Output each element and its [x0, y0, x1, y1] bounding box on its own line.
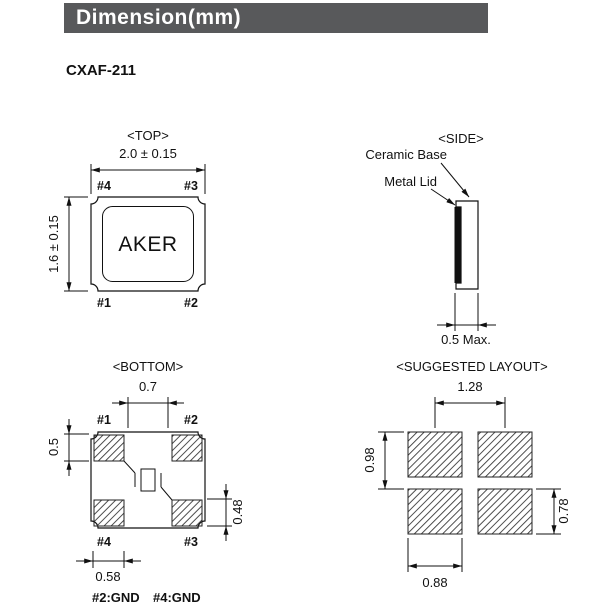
- pin-label-1: #1: [97, 296, 111, 310]
- bottom-view-label: <BOTTOM>: [113, 359, 184, 374]
- layout-left-dimension-text: 0.98: [362, 447, 377, 472]
- metal-lid-outline: [102, 206, 194, 282]
- solder-pad-3: [171, 499, 203, 527]
- solder-pad-4: [93, 499, 125, 527]
- top-view-label: <TOP>: [127, 128, 169, 143]
- layout-pad-top-left: [407, 431, 463, 478]
- crystal-trace: [160, 486, 173, 501]
- metal-lid-leader-line: [430, 188, 456, 206]
- side-view-label: <SIDE>: [438, 131, 484, 146]
- bottom-bottom-dimension-text: 0.58: [95, 569, 120, 584]
- layout-view-label: <SUGGESTED LAYOUT>: [396, 359, 547, 374]
- ceramic-base-leader-line: [440, 162, 470, 198]
- gnd-note-pin4: #4:GND: [153, 590, 201, 605]
- chip-marking: AKER: [118, 233, 177, 256]
- crystal-trace: [123, 460, 136, 474]
- ceramic-base-callout: Ceramic Base: [365, 147, 447, 162]
- layout-pad-bottom-left: [407, 488, 463, 535]
- pin-label-1: #1: [97, 413, 111, 427]
- layout-bottom-dimension-text: 0.88: [422, 575, 447, 590]
- top-width-dimension-text: 2.0 ± 0.15: [119, 146, 177, 161]
- top-height-dimension-text: 1.6 ± 0.15: [46, 215, 61, 273]
- package-body-outline: [90, 196, 206, 292]
- section-title: Dimension(mm): [76, 6, 242, 29]
- crystal-element: [140, 468, 156, 492]
- pin-label-4: #4: [97, 179, 111, 193]
- top-view: <TOP> 2.0 ± 0.15 AKER #4 #3 #1 #2 1.6 ± …: [46, 128, 206, 310]
- pin-label-3: #3: [184, 179, 198, 193]
- part-number: CXAF-211: [66, 62, 137, 79]
- metal-lid-profile: [454, 207, 461, 283]
- layout-pad-top-right: [477, 431, 533, 478]
- thickness-dimension-text: 0.5 Max.: [441, 332, 491, 347]
- pin-label-4: #4: [97, 535, 111, 549]
- solder-pad-2: [171, 434, 203, 462]
- bottom-top-dimension-text: 0.7: [139, 379, 157, 394]
- side-view: <SIDE> Ceramic Base Metal Lid 0.5 Max.: [365, 131, 496, 347]
- bottom-view: <BOTTOM> 0.7 #1 #2 0.5: [46, 359, 245, 605]
- solder-pad-1: [93, 434, 125, 462]
- layout-pad-bottom-right: [477, 488, 533, 535]
- bottom-left-dimension-text: 0.5: [46, 438, 61, 456]
- layout-top-dimension-text: 1.28: [457, 379, 482, 394]
- gnd-note-pin2: #2:GND: [92, 590, 140, 605]
- layout-right-dimension-text: 0.78: [556, 498, 571, 523]
- pin-label-2: #2: [184, 296, 198, 310]
- section-header: Dimension(mm): [64, 3, 488, 33]
- pin-label-2: #2: [184, 413, 198, 427]
- metal-lid-callout: Metal Lid: [384, 174, 437, 189]
- pin-label-3: #3: [184, 535, 198, 549]
- bottom-right-dimension-text: 0.48: [230, 499, 245, 524]
- suggested-layout-view: <SUGGESTED LAYOUT> 1.28 0.98 0.78 0.88: [362, 359, 571, 590]
